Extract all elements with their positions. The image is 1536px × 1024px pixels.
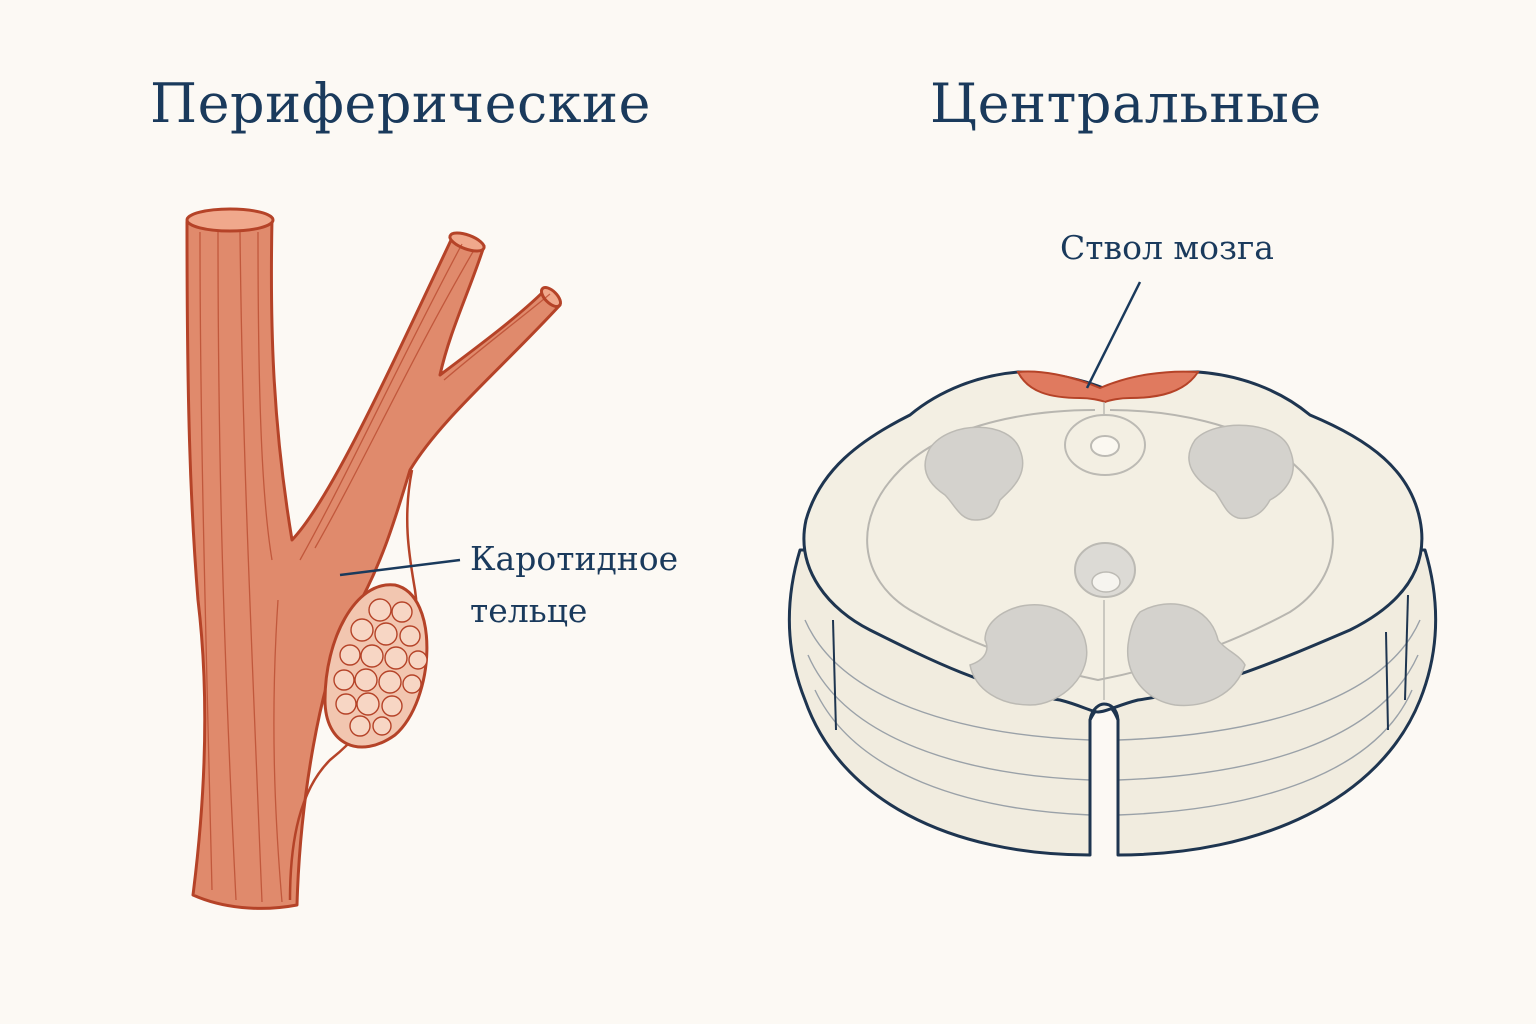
central-section-title: Центральные (930, 72, 1322, 135)
vessel-fiber-lines (199, 231, 551, 903)
carotid-body-label-line1: Каротидное (470, 539, 679, 578)
peripheral-section-title: Периферические (150, 72, 651, 135)
carotid-leader-line (339, 558, 461, 577)
carotid-artery (185, 216, 562, 910)
gray-matter-lower-left (969, 604, 1088, 706)
cord-edge-lines (832, 594, 1409, 731)
gray-matter-upper-left (924, 426, 1024, 521)
cord-layer-lines (804, 619, 1421, 816)
brainstem-leader-line (1085, 281, 1142, 389)
vessel-opening (540, 286, 562, 308)
spinal-cord-cross-section-illustration (787, 281, 1438, 857)
vessel-opening (448, 231, 486, 253)
gray-matter-lower-right (1127, 603, 1246, 707)
central-canal (1074, 542, 1136, 598)
upper-canal (1064, 414, 1146, 476)
vessel-opening (185, 207, 275, 233)
gray-matter-upper-right (1188, 424, 1294, 520)
carotid-body-label-line2: тельце (470, 591, 588, 630)
carotid-body-illustration (323, 583, 429, 749)
gray-matter (924, 424, 1294, 707)
carotid-artery-illustration (185, 207, 562, 910)
carotid-body-label: Каротидное тельце (470, 533, 678, 637)
cord-inner-outline (866, 409, 1334, 682)
ventral-fissure (1088, 702, 1120, 855)
brainstem-label: Ствол мозга (1060, 228, 1274, 267)
brainstem-region (1016, 370, 1200, 404)
carotid-body-cells (333, 598, 428, 737)
